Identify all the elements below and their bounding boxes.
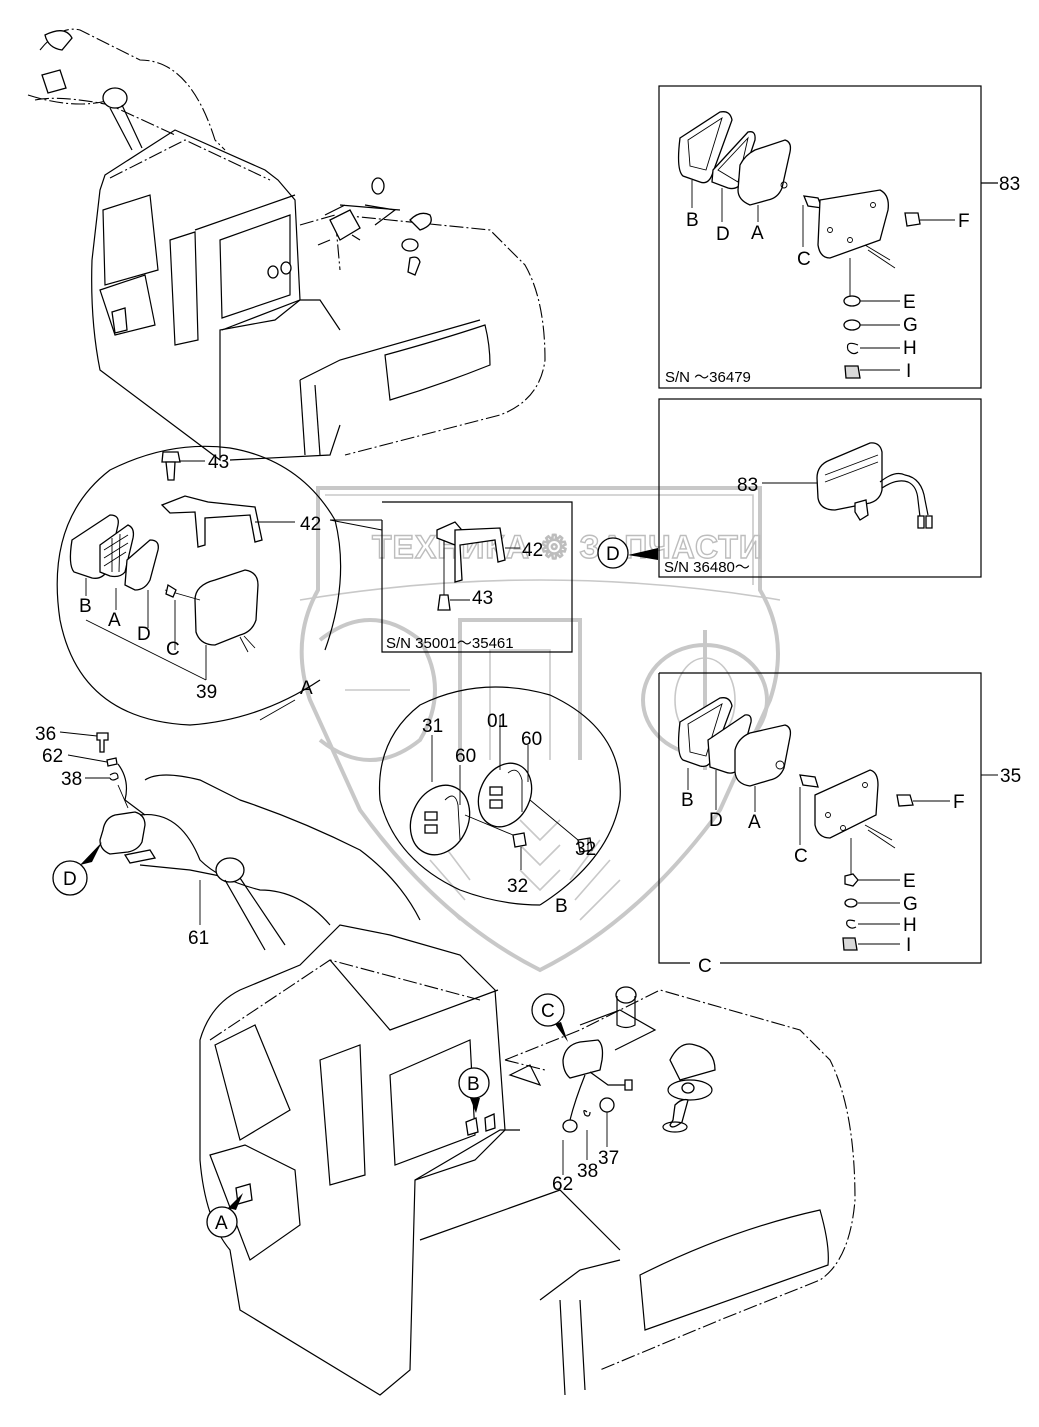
label-d-c: D xyxy=(709,810,723,831)
boom-light xyxy=(41,69,67,94)
label-e-c: E xyxy=(903,871,916,892)
label-38-bottom: 38 xyxy=(577,1161,598,1182)
excavator-top xyxy=(27,28,546,462)
inset-horn-lamp: 35 C xyxy=(658,672,1021,977)
svg-text:B: B xyxy=(467,1074,480,1095)
label-a: A xyxy=(751,223,764,244)
boom-light-top xyxy=(44,30,73,51)
label-37: 37 xyxy=(598,1148,619,1169)
label-61: 61 xyxy=(188,928,209,949)
inset-lamp-early-labels: B D A C F E G H I S/N ～36479 xyxy=(665,210,970,386)
label-c: C xyxy=(797,249,811,270)
label-h: H xyxy=(903,338,917,359)
label-d: D xyxy=(716,224,730,245)
label-43: 43 xyxy=(208,452,229,473)
label-a-a: A xyxy=(108,610,121,631)
label-60-right: 60 xyxy=(521,729,542,750)
label-i-c: I xyxy=(906,935,911,956)
label-g-c: G xyxy=(903,894,918,915)
label-32-right: 32 xyxy=(575,839,596,860)
label-31: 31 xyxy=(422,716,443,737)
serial-range-early: S/N ～36479 xyxy=(665,369,751,386)
label-38: 38 xyxy=(61,769,82,790)
inset-horn-lamp-labels: B D A C F E G H I xyxy=(681,790,965,956)
view-c-marker: C xyxy=(531,993,568,1042)
label-d-a: D xyxy=(137,624,151,645)
label-01: 01 xyxy=(487,711,508,732)
label-43-inset: 43 xyxy=(472,588,493,609)
inset-lamp-late: 83 S/N 36480～ xyxy=(658,398,982,578)
label-f-c: F xyxy=(953,792,965,813)
detail-circle-b: 31 60 01 60 32 32 B xyxy=(378,686,621,917)
label-c-a: C xyxy=(166,639,180,660)
inset-bracket: 42 43 S/N 35001～35461 xyxy=(329,501,573,653)
part-number-83-late: 83 xyxy=(737,475,758,496)
label-e: E xyxy=(903,292,916,313)
label-i: I xyxy=(906,361,911,382)
cylinder-cap xyxy=(102,87,128,109)
label-60-left: 60 xyxy=(455,746,476,767)
label-42-inset: 42 xyxy=(522,540,543,561)
svg-text:D: D xyxy=(606,544,620,565)
label-42: 42 xyxy=(300,514,321,535)
label-62: 62 xyxy=(42,746,63,767)
label-62-bottom: 62 xyxy=(552,1174,573,1195)
excavator-bottom: 62 38 37 xyxy=(199,924,856,1396)
label-36: 36 xyxy=(35,724,56,745)
watermark-logo xyxy=(299,486,781,973)
inset-lamp-early: 83 xyxy=(658,85,1020,389)
label-b-a: B xyxy=(79,596,92,617)
label-a-c: A xyxy=(748,812,761,833)
part-number-35: 35 xyxy=(1000,766,1021,787)
serial-range-bracket: S/N 35001～35461 xyxy=(386,635,514,652)
view-a-marker: A xyxy=(206,1193,243,1238)
circle-a-label: A xyxy=(300,678,313,699)
view-d-marker-top: D xyxy=(597,537,658,569)
label-39: 39 xyxy=(196,682,217,703)
label-32-left: 32 xyxy=(507,876,528,897)
label-g: G xyxy=(903,315,918,336)
view-d-marker-left: D xyxy=(52,842,102,896)
part-number-83: 83 xyxy=(999,174,1020,195)
label-b-c: B xyxy=(681,790,694,811)
label-c-c: C xyxy=(794,846,808,867)
circle-b-label: B xyxy=(555,896,568,917)
svg-text:D: D xyxy=(63,869,77,890)
svg-text:A: A xyxy=(215,1213,228,1234)
label-f: F xyxy=(958,211,970,232)
inset-c-label: C xyxy=(698,956,712,977)
view-b-marker: B xyxy=(458,1067,490,1113)
label-h-c: H xyxy=(903,915,917,936)
detail-circle-a: 43 42 B A D C 39 A xyxy=(56,445,342,726)
label-b: B xyxy=(686,210,699,231)
boom-light-assembly: 36 62 38 61 xyxy=(35,724,421,951)
serial-range-late: S/N 36480～ xyxy=(664,559,750,576)
svg-text:C: C xyxy=(541,1001,555,1022)
